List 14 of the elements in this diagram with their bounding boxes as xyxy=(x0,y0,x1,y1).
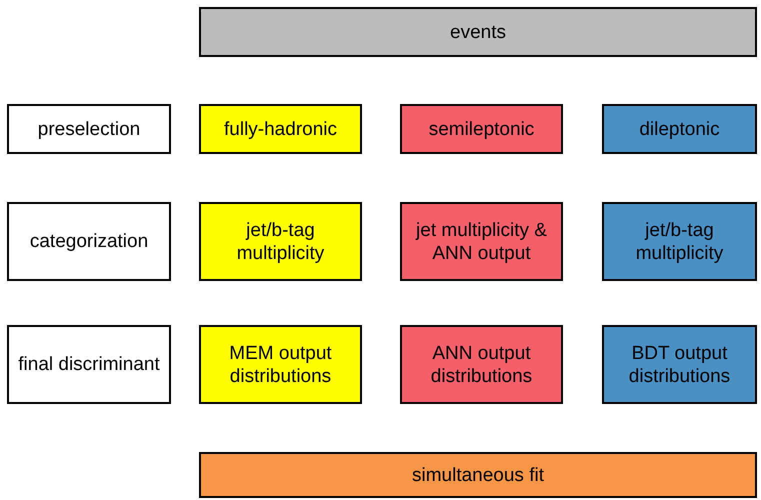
footer-bar: simultaneous fit xyxy=(199,452,757,498)
process-box: MEM output distributions xyxy=(199,325,362,404)
channel-box: dileptonic xyxy=(602,104,757,154)
row-label-box: final discriminant xyxy=(7,325,171,404)
channel-box: semileptonic xyxy=(400,104,563,154)
row-label-box: categorization xyxy=(7,202,171,281)
header-bar: events xyxy=(199,7,757,57)
process-box: ANN output distributions xyxy=(400,325,563,404)
process-box: jet/b-tag multiplicity xyxy=(602,202,757,281)
process-box: jet multiplicity & ANN output xyxy=(400,202,563,281)
channel-box: fully-hadronic xyxy=(199,104,362,154)
row-label-box: preselection xyxy=(7,104,171,154)
process-box: jet/b-tag multiplicity xyxy=(199,202,362,281)
process-box: BDT output distributions xyxy=(602,325,757,404)
